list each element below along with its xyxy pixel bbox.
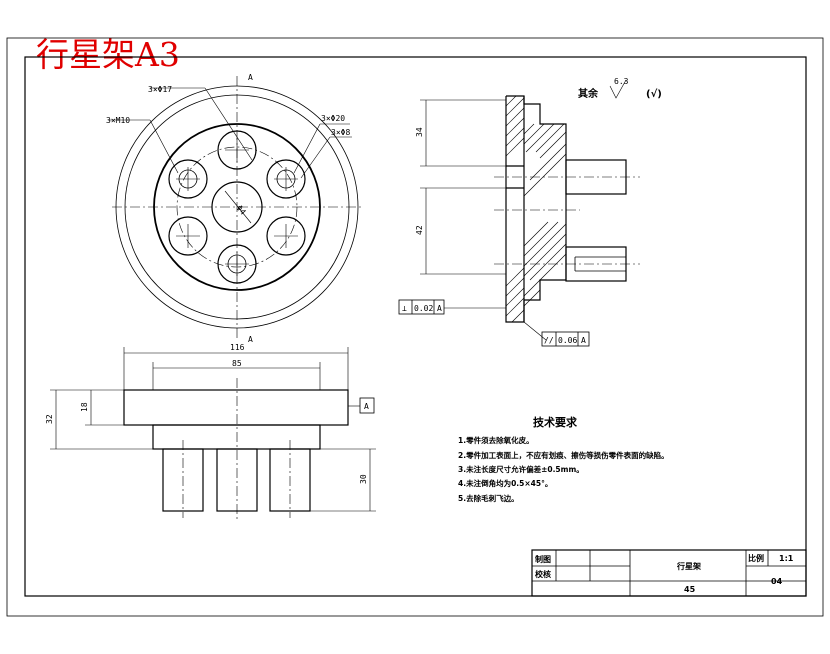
tol-perp-symbol: ⊥ <box>402 304 407 313</box>
front-view: 116 85 32 18 30 A <box>45 343 376 520</box>
tb-sheet: 04 <box>771 577 783 586</box>
tech-item-5: 5.去除毛刺飞边。 <box>458 493 519 503</box>
tech-item-3: 3.未注长度尺寸允许偏差±0.5mm。 <box>458 464 584 474</box>
dim-height-flange: 18 <box>80 402 89 412</box>
tol-par-datum: A <box>581 336 586 345</box>
tol-perp-datum: A <box>437 304 442 313</box>
callout-threaded: 3×M10 <box>106 116 130 125</box>
tol-par-value: 0.06 <box>558 336 577 345</box>
tolerance-par-frame <box>541 331 590 347</box>
dim-width-outer: 116 <box>230 343 245 352</box>
callout-big-hole: 3×Φ17 <box>148 85 172 94</box>
tb-scale-value: 1:1 <box>779 554 794 563</box>
tech-item-4: 4.未注倒角均为0.5×45°。 <box>458 478 552 488</box>
dim-upper: 34 <box>415 127 424 137</box>
tech-heading: 技术要求 <box>533 415 578 429</box>
tb-designer-label: 制图 <box>535 554 551 564</box>
surface-label: 其余 <box>578 87 599 100</box>
section-view: 其余 6.3 (√) <box>398 77 662 347</box>
tb-scale-label: 比例 <box>748 553 764 563</box>
top-view: 3×Φ17 3×M10 3×Φ20 3×Φ8 Φ4 A A <box>106 73 362 344</box>
tb-part-name: 行星架 <box>676 561 701 571</box>
tol-perp-value: 0.02 <box>414 304 433 313</box>
roughness-paren: (√) <box>646 88 662 100</box>
tb-checker-label: 校核 <box>535 569 551 579</box>
tech-item-2: 2.零件加工表面上，不应有划痕、擦伤等损伤零件表面的缺陷。 <box>458 450 669 460</box>
title-block <box>531 549 807 597</box>
dim-width-inner: 85 <box>232 359 242 368</box>
datum-a-box: A <box>364 402 369 411</box>
dim-lower: 42 <box>415 225 424 235</box>
tech-requirements: 技术要求 1.零件须去除氧化皮。 2.零件加工表面上，不应有划痕、擦伤等损伤零件… <box>458 415 669 503</box>
tolerance-perp-frame <box>398 299 445 315</box>
tb-material: 45 <box>684 585 696 594</box>
callout-pin-hole: 3×Φ20 <box>321 114 345 123</box>
inner-frame <box>24 56 807 597</box>
tech-item-1: 1.零件须去除氧化皮。 <box>458 435 534 445</box>
axis-marker-bottom: A <box>248 335 253 344</box>
axis-marker-top: A <box>248 73 253 82</box>
callout-small-hole: 3×Φ8 <box>331 128 350 137</box>
outer-border <box>6 37 824 617</box>
roughness-value: 6.3 <box>614 77 629 86</box>
tol-par-symbol: // <box>544 336 554 345</box>
dim-pin-length: 30 <box>359 474 368 484</box>
drawing-title: 行星架A3 <box>36 35 180 74</box>
dim-height-total: 32 <box>45 414 54 424</box>
